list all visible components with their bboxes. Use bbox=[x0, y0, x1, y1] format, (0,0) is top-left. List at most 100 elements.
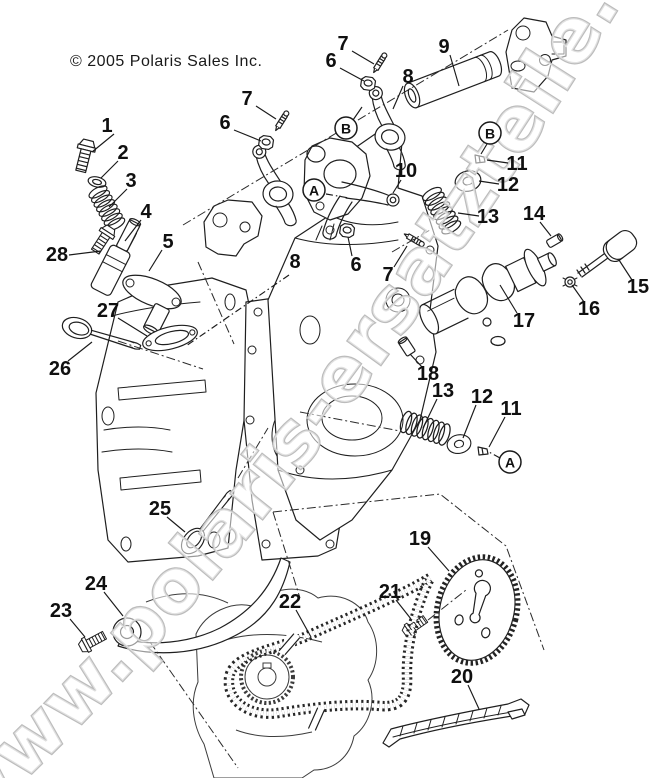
part-5-chain-tensioner bbox=[90, 218, 182, 336]
ref-circle-A bbox=[302, 178, 326, 202]
callout-6-lock-nut: 6 bbox=[350, 254, 361, 276]
callout-12-spring-retainer: 12 bbox=[497, 174, 519, 196]
callout-23-pivot-bolt: 23 bbox=[50, 600, 72, 622]
part-14-pin bbox=[546, 233, 564, 248]
leader-13-valve-spring bbox=[457, 212, 480, 217]
leader-23-pivot-bolt bbox=[69, 618, 86, 638]
diagram-art bbox=[59, 17, 638, 778]
leader-4-dowel bbox=[124, 219, 142, 242]
part-20-chain-guide bbox=[382, 698, 530, 748]
ref-letter-A: A bbox=[505, 455, 515, 471]
callout-26-intake-valve: 26 bbox=[49, 358, 71, 380]
part-18-tappet bbox=[397, 336, 416, 357]
leader-15-decompression-shaft bbox=[618, 259, 633, 281]
leader-6-lock-nut bbox=[233, 129, 262, 142]
part-27-gasket bbox=[142, 324, 198, 352]
leader-21-sprocket-bolt bbox=[395, 599, 412, 620]
ref-leader-B bbox=[480, 143, 488, 155]
ref-circle-B bbox=[478, 121, 502, 145]
ref-letter-B: B bbox=[485, 126, 495, 142]
callout-8-rocker-arm: 8 bbox=[402, 66, 413, 88]
leader-27-gasket bbox=[117, 317, 148, 337]
callout-22-cam-chain: 22 bbox=[279, 591, 301, 613]
part-24-tensioner-arm bbox=[112, 557, 291, 654]
part-9-rocker-shaft bbox=[403, 51, 503, 109]
leader-3-spring bbox=[108, 188, 128, 208]
callout-21-sprocket-bolt: 21 bbox=[379, 581, 401, 603]
leader-20-chain-guide bbox=[467, 684, 480, 710]
part-7-adjuster-screw bbox=[370, 51, 389, 75]
leader-7-adjuster-screw bbox=[351, 50, 375, 65]
callout-9-rocker-shaft: 9 bbox=[438, 36, 449, 58]
leader-22-cam-chain bbox=[295, 609, 312, 638]
callout-18-tappet: 18 bbox=[417, 363, 439, 385]
leader-6-lock-nut bbox=[347, 236, 353, 257]
callout-4-dowel: 4 bbox=[140, 201, 152, 223]
chain-break-mark bbox=[308, 706, 325, 732]
callout-7-adjuster-screw: 7 bbox=[337, 33, 348, 55]
callout-3-spring: 3 bbox=[125, 170, 136, 192]
part-22-cam-chain bbox=[223, 573, 435, 732]
part-7-adjuster-screw bbox=[272, 109, 291, 133]
part-mount-bracket-top bbox=[505, 17, 567, 93]
callout-16-lock-washer: 16 bbox=[578, 298, 600, 320]
callout-20-chain-guide: 20 bbox=[451, 666, 473, 688]
part-11-valve-keeper bbox=[477, 446, 489, 456]
chain-break-mark bbox=[278, 630, 301, 658]
callout-28-bolt: 28 bbox=[46, 244, 68, 266]
part-2-washer bbox=[87, 176, 107, 188]
leader-24-tensioner-arm bbox=[103, 591, 124, 617]
callout-7-adjuster-screw: 7 bbox=[241, 88, 252, 110]
callout-1-flange-bolt: 1 bbox=[101, 115, 112, 137]
leader-7-adjuster-screw bbox=[393, 245, 408, 268]
copyright-text: © 2005 Polaris Sales Inc. bbox=[70, 53, 262, 70]
ref-leader-A bbox=[325, 193, 350, 199]
part-16-washer bbox=[562, 276, 578, 288]
ref-leader-B bbox=[352, 106, 363, 121]
callout-10-rocker-arm: 10 bbox=[395, 160, 417, 182]
leader-8-rocker-arm bbox=[392, 85, 404, 110]
part-15-decompression-shaft bbox=[576, 229, 638, 278]
ref-leader-A bbox=[488, 451, 501, 459]
callout-5-chain-tensioner: 5 bbox=[162, 231, 173, 253]
ref-letter-B: B bbox=[341, 121, 351, 137]
leader-12-spring-retainer bbox=[478, 180, 500, 185]
leader-5-chain-tensioner bbox=[148, 249, 163, 272]
leader-12-spring-retainer bbox=[462, 404, 477, 439]
leader-28-bolt bbox=[68, 250, 102, 256]
callout-7-adjuster-screw: 7 bbox=[382, 264, 393, 286]
callout-13-valve-spring: 13 bbox=[432, 380, 454, 402]
leader-2-washer bbox=[100, 160, 119, 179]
part-6-lock-nut bbox=[257, 134, 275, 151]
callout-13-valve-spring: 13 bbox=[477, 206, 499, 228]
callout-2-washer: 2 bbox=[117, 142, 128, 164]
leader-26-intake-valve bbox=[67, 341, 93, 362]
part-10-rocker-arm bbox=[322, 181, 400, 240]
callout-6-lock-nut: 6 bbox=[219, 112, 230, 134]
leader-10-rocker-arm bbox=[392, 179, 402, 194]
leader-17-camshaft bbox=[499, 284, 518, 314]
leader-11-valve-keeper bbox=[488, 416, 506, 448]
callout-27-gasket: 27 bbox=[97, 300, 119, 322]
part-6-lock-nut bbox=[359, 75, 377, 92]
leader-25-exhaust-valve bbox=[166, 516, 186, 533]
ref-circle-B bbox=[334, 116, 358, 140]
callout-11-valve-keeper: 11 bbox=[500, 398, 521, 420]
leader-19-cam-sprocket bbox=[427, 546, 450, 572]
callout-6-lock-nut: 6 bbox=[325, 50, 336, 72]
leader-11-valve-keeper bbox=[486, 159, 509, 164]
callout-8-rocker-arm: 8 bbox=[289, 251, 300, 273]
leader-7-adjuster-screw bbox=[255, 105, 277, 120]
leader-18-tappet bbox=[409, 353, 423, 368]
leader-9-rocker-shaft bbox=[449, 54, 460, 87]
callout-17-camshaft: 17 bbox=[513, 310, 535, 332]
callout-14-pin: 14 bbox=[523, 203, 546, 225]
callout-12-spring-retainer: 12 bbox=[471, 386, 493, 408]
callout-25-exhaust-valve: 25 bbox=[149, 498, 171, 520]
callout-19-cam-sprocket: 19 bbox=[409, 528, 431, 550]
leader-6-lock-nut bbox=[339, 67, 365, 82]
callout-15-decompression-shaft: 15 bbox=[627, 276, 649, 298]
